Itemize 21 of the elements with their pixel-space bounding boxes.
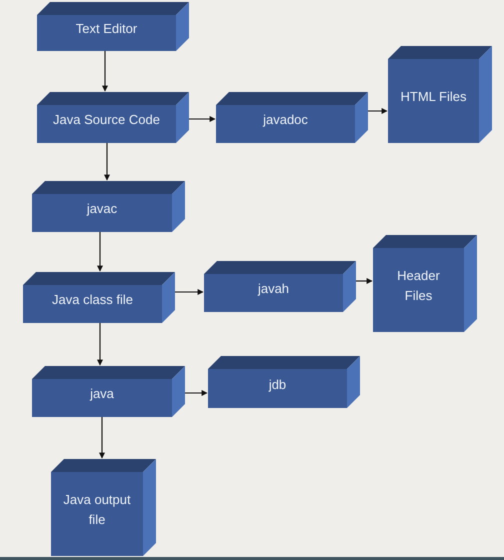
node-label: Header Files [396,267,441,305]
arrow [356,278,373,284]
node-label: Java class file [52,291,133,309]
arrow [175,289,204,295]
node-label: Java output file [62,491,132,529]
arrow [189,116,216,122]
node-label: javadoc [263,111,308,129]
node-label: HTML Files [400,88,466,106]
arrow [97,232,103,272]
arrow [97,323,103,366]
node-label: Java Source Code [53,111,160,129]
arrow [368,108,388,114]
arrow [185,390,208,396]
node-label: Text Editor [76,20,138,38]
node-label: javah [258,280,290,298]
arrow [102,51,108,92]
arrow [99,417,105,459]
node-label: jdb [268,376,286,394]
node-label: javac [86,200,118,218]
arrow [104,143,110,181]
node-label: java [90,385,114,403]
